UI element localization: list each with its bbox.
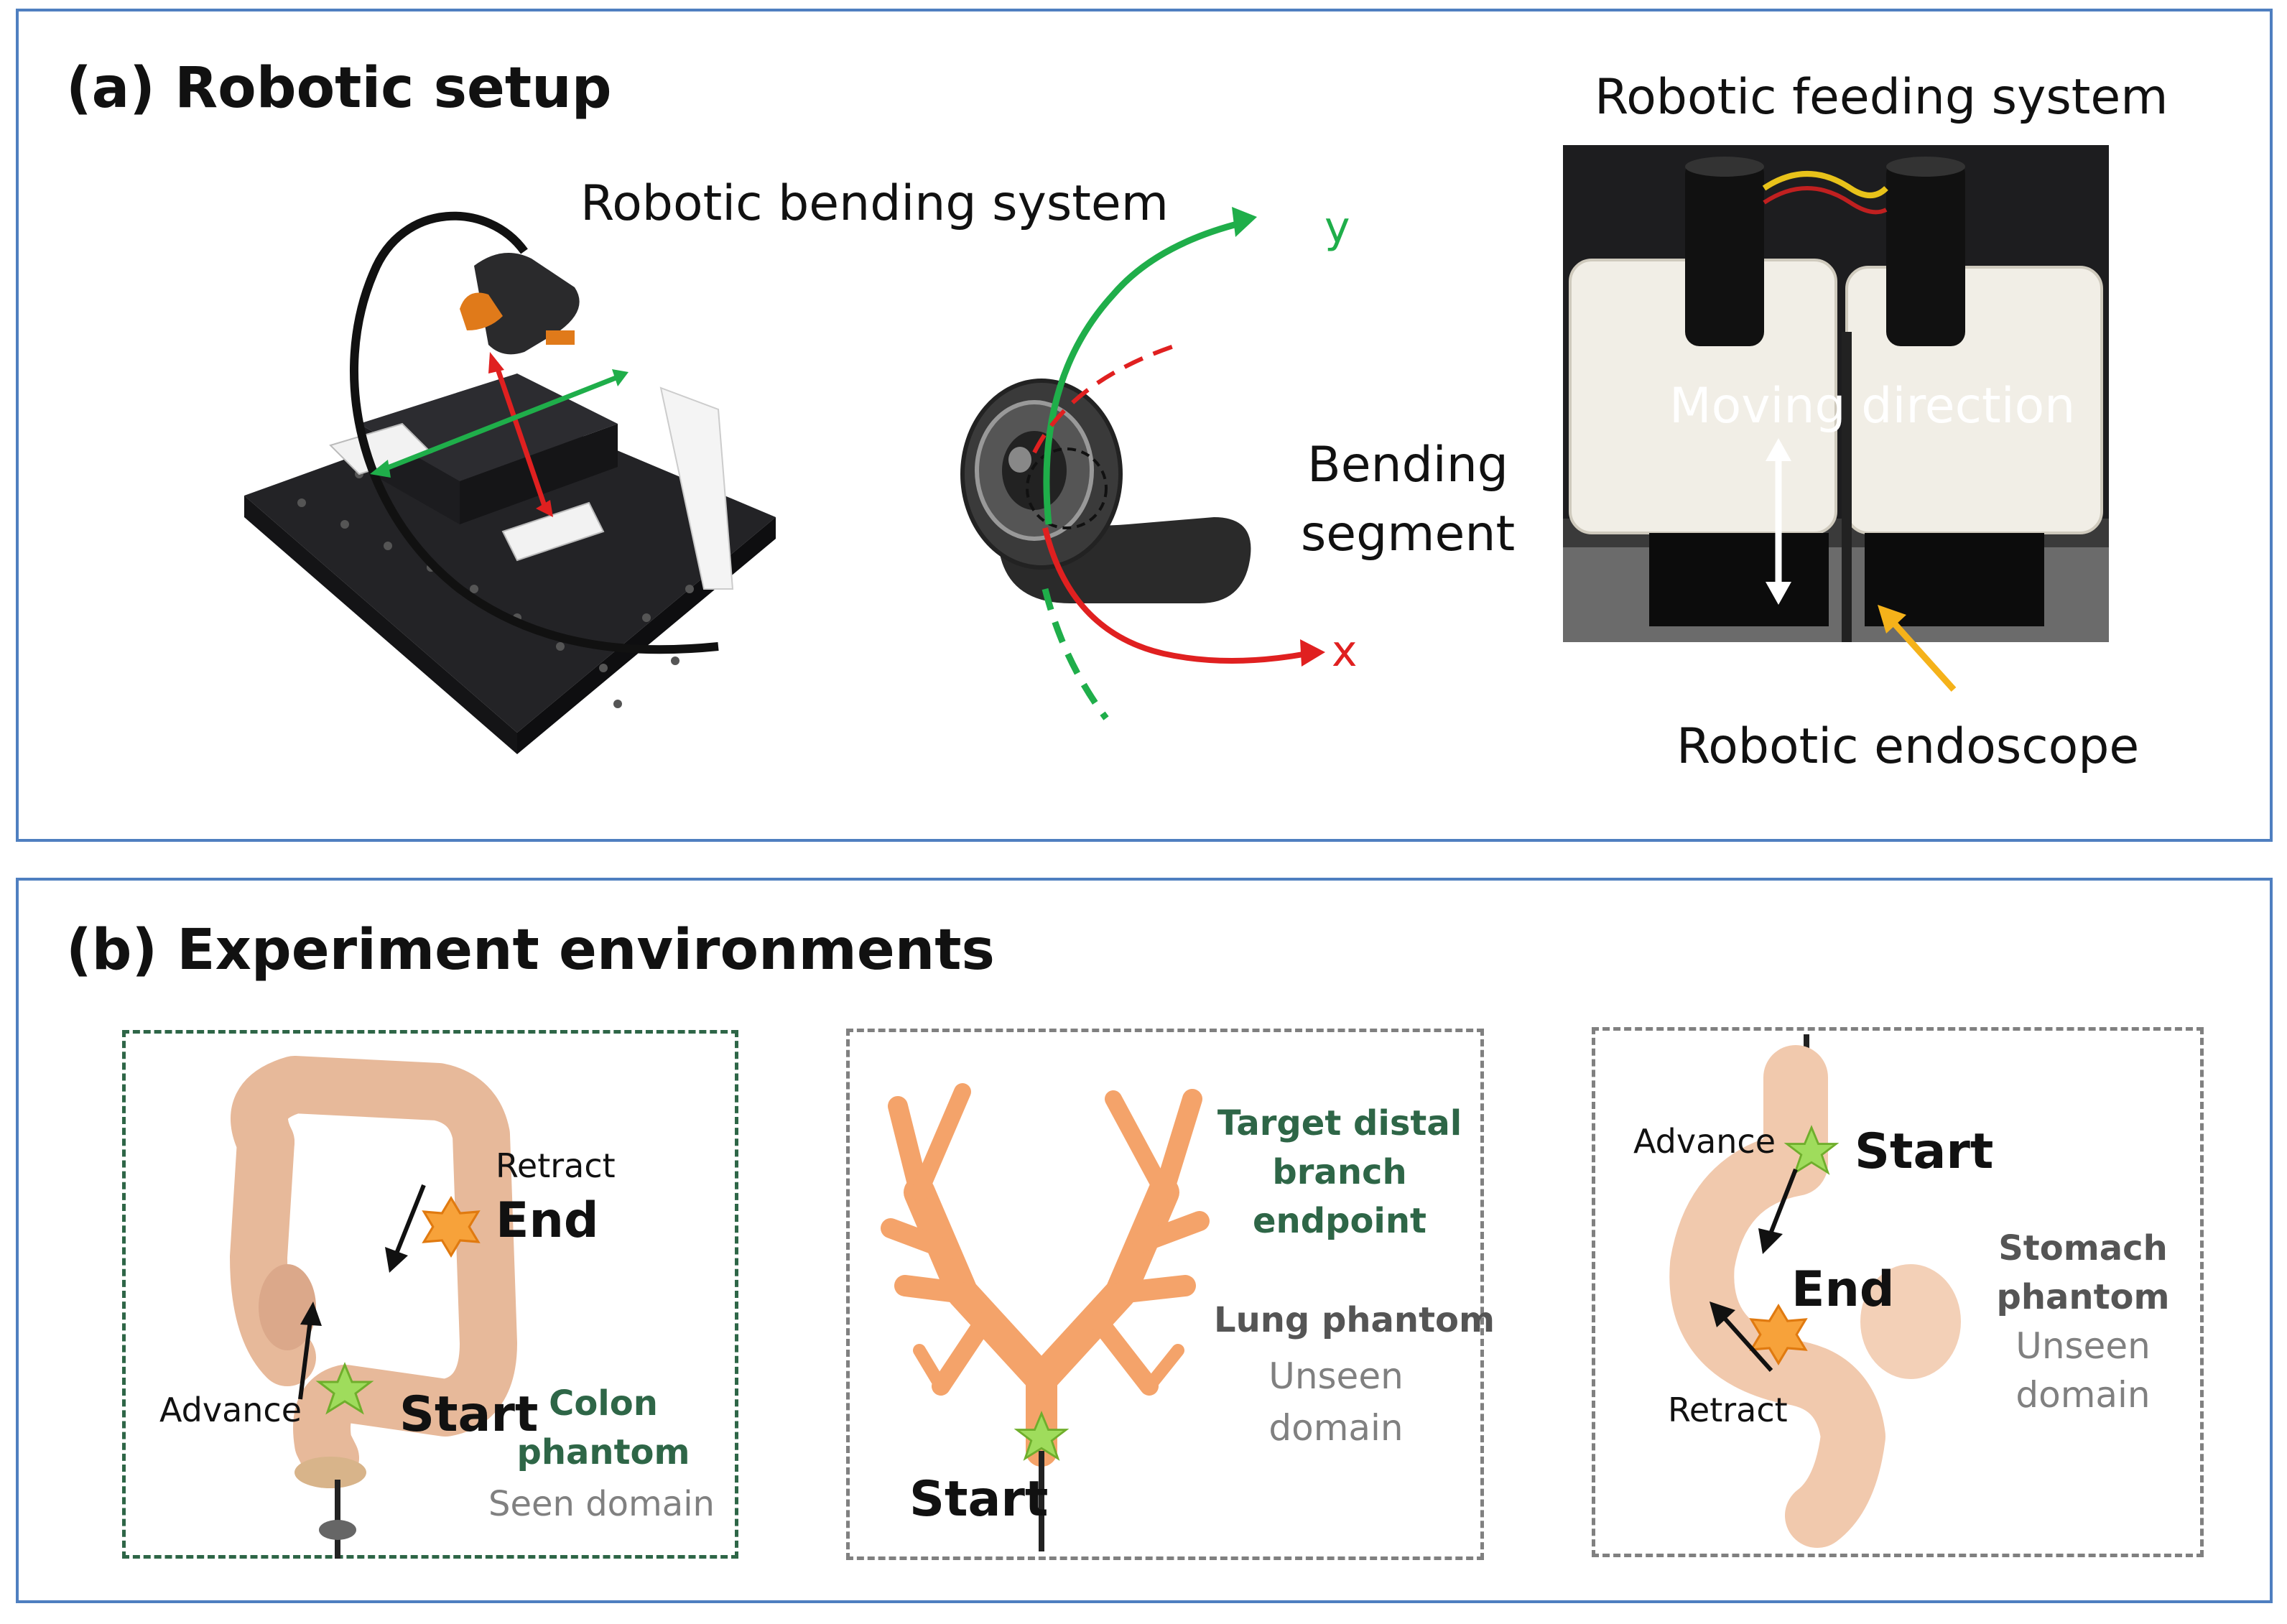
colon-advance-label: Advance [159, 1391, 302, 1429]
stomach-retract-label: Retract [1668, 1391, 1788, 1429]
lung-start-star [1013, 1411, 1070, 1461]
feeding-system-photo [1563, 145, 2109, 642]
axis-x-label: x [1332, 626, 1358, 677]
stomach-advance-label: Advance [1633, 1122, 1776, 1161]
colon-retract-arrow [385, 1184, 426, 1273]
stomach-retract-arrow [1710, 1301, 1773, 1373]
feeding-system-label: Robotic feeding system [1595, 69, 2168, 126]
lung-target-label: Target distal branch endpoint [1214, 1099, 1465, 1245]
stomach-domain-label: Unseen domain [1982, 1322, 2184, 1419]
colon-phantom-name: Colon phantom [503, 1379, 704, 1477]
stomach-phantom-name: Stomach phantom [1982, 1224, 2184, 1322]
moving-direction-label: Moving direction [1669, 378, 2076, 435]
stomach-phantom-box [1592, 1027, 2204, 1557]
endoscope-pointer-arrow [1878, 605, 1957, 692]
stomach-advance-arrow [1758, 1168, 1798, 1254]
colon-phantom-photo [229, 1056, 517, 1559]
colon-domain-label: Seen domain [488, 1484, 715, 1524]
panel-b-title: (b) Experiment environments [66, 918, 995, 983]
colon-end-star [422, 1196, 481, 1258]
colon-start-label: Start [399, 1386, 539, 1443]
lung-target-line1: Target distal [1217, 1103, 1462, 1143]
colon-name-line1: Colon [549, 1383, 658, 1424]
stomach-end-star [1749, 1304, 1808, 1365]
lung-phantom-box [846, 1029, 1484, 1560]
colon-phantom-box [122, 1030, 738, 1559]
stomach-start-label: Start [1855, 1123, 1994, 1180]
stomach-domain-line1: Unseen [2015, 1325, 2151, 1367]
stomach-domain-line2: domain [2015, 1374, 2151, 1416]
stomach-name-line2: phantom [1996, 1277, 2170, 1317]
lung-domain-label: Unseen domain [1235, 1350, 1437, 1454]
lung-target-line3: endpoint [1253, 1201, 1427, 1241]
bending-segment-label-line2: segment [1300, 506, 1516, 562]
lung-domain-line1: Unseen [1268, 1355, 1404, 1397]
colon-end-label: End [496, 1192, 599, 1249]
lung-start-label: Start [909, 1471, 1049, 1528]
panel-a-title: (a) Robotic setup [66, 56, 612, 121]
lung-target-line2: branch [1272, 1152, 1407, 1192]
bending-segment-label-line1: Bending [1307, 437, 1508, 493]
stomach-start-star [1783, 1125, 1840, 1175]
colon-advance-arrow [298, 1301, 322, 1400]
stomach-end-label: End [1791, 1261, 1895, 1318]
bending-segment-label: Bending segment [1286, 431, 1530, 569]
colon-name-line2: phantom [516, 1432, 690, 1472]
lung-domain-line2: domain [1268, 1407, 1404, 1449]
bending-system-photo [244, 211, 776, 754]
axis-y-label: y [1325, 203, 1350, 253]
endoscope-label: Robotic endoscope [1676, 718, 2140, 775]
stomach-name-line1: Stomach [1998, 1228, 2168, 1268]
colon-start-star [315, 1362, 374, 1415]
colon-retract-label: Retract [496, 1146, 616, 1185]
bending-system-label: Robotic bending system [580, 175, 1169, 232]
bending-segment-diagram [960, 207, 1325, 720]
lung-phantom-name: Lung phantom [1214, 1300, 1495, 1340]
